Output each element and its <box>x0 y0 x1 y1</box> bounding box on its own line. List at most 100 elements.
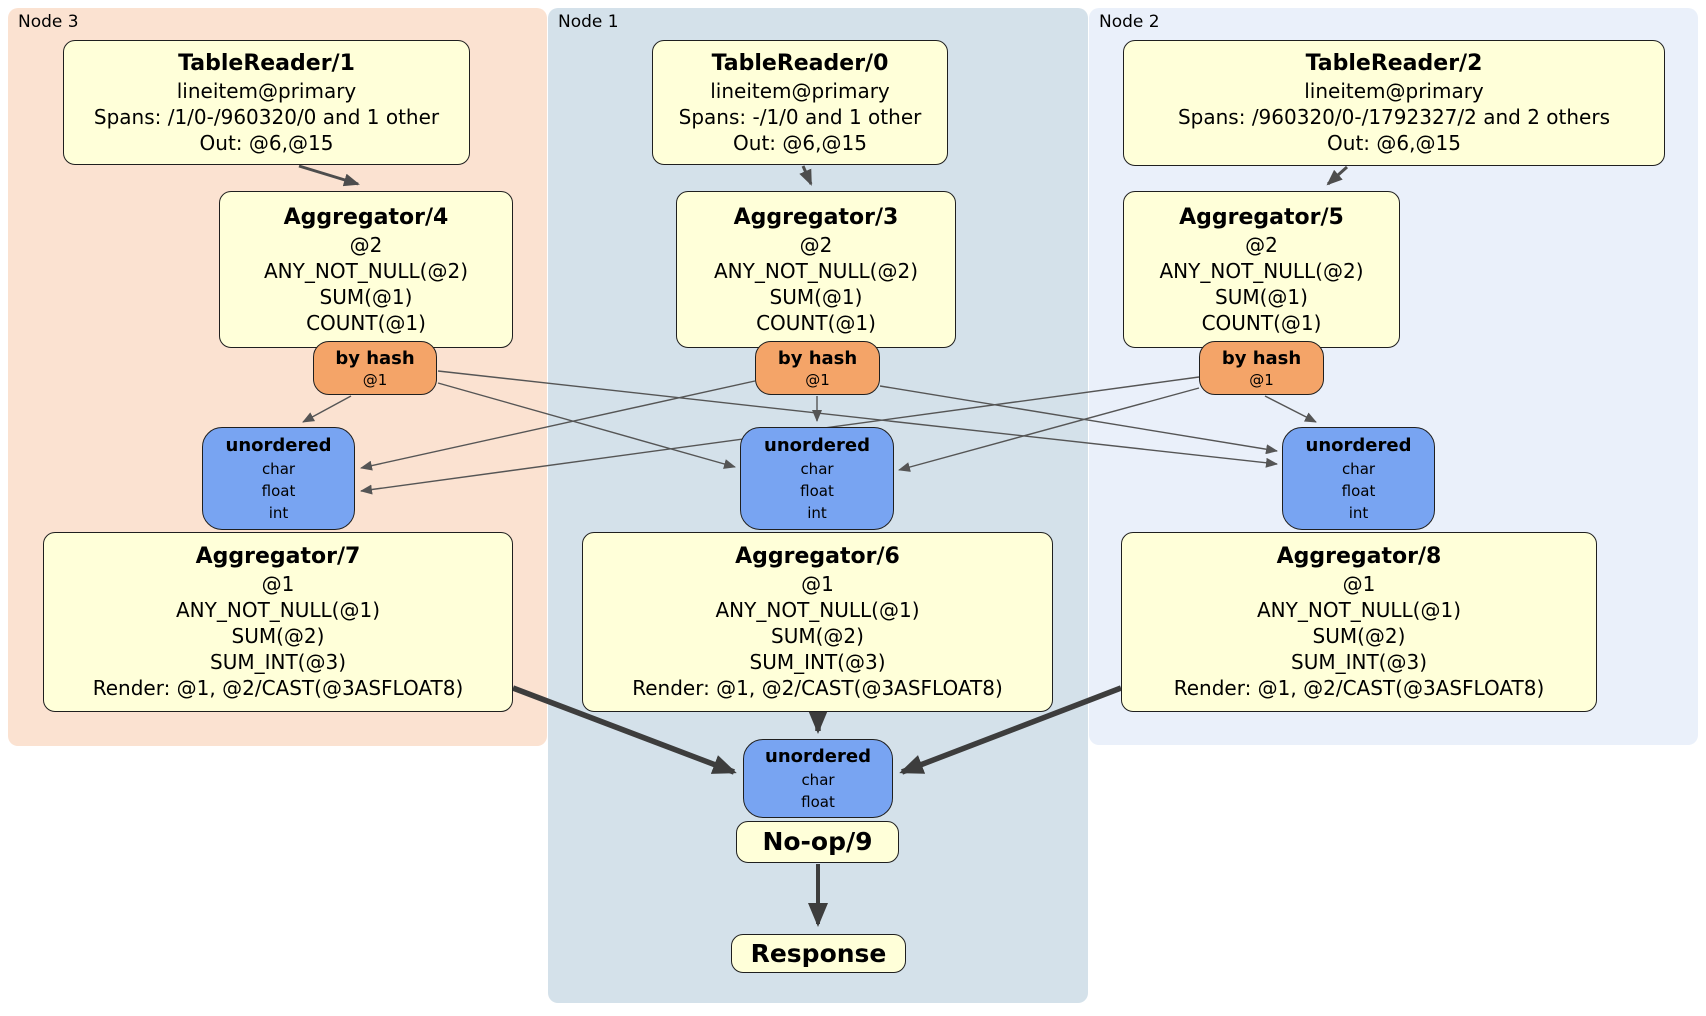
box-line: ANY_NOT_NULL(@2) <box>1159 258 1364 283</box>
box-line: Spans: /960320/0-/1792327/2 and 2 others <box>1177 105 1610 129</box>
box-line: SUM(@2) <box>231 624 325 648</box>
box-line: COUNT(@1) <box>1201 310 1322 335</box>
edge-bh3-u2 <box>437 370 1278 468</box>
box-line: SUM(@1) <box>769 284 863 309</box>
box-line: @1 <box>362 370 388 389</box>
box-line: Spans: /1/0-/960320/0 and 1 other <box>93 104 440 129</box>
box-line: @1 <box>801 572 834 596</box>
unordered-sync-node2: unordered char float int <box>1282 427 1435 530</box>
edge-bh3-u1 <box>437 382 736 469</box>
box-line: @1 <box>1342 572 1376 596</box>
tablereader0-box: TableReader/0 lineitem@primary Spans: -/… <box>652 40 948 165</box>
hash-router-title: by hash <box>777 347 858 369</box>
aggregator5-box: Aggregator/5 @2 ANY_NOT_NULL(@2) SUM(@1)… <box>1123 191 1400 348</box>
aggregator4-title: Aggregator/4 <box>283 204 449 230</box>
noop-title: No-op/9 <box>762 827 873 856</box>
tablereader2-title: TableReader/2 <box>1305 51 1483 76</box>
edge-tr0-agg3 <box>799 165 813 186</box>
box-line: SUM_INT(@3) <box>210 650 346 674</box>
aggregator8-title: Aggregator/8 <box>1276 544 1442 569</box>
unordered-sync-node3: unordered char float int <box>202 427 355 530</box>
aggregator8-box: Aggregator/8 @1 ANY_NOT_NULL(@1) SUM(@2)… <box>1121 532 1597 712</box>
aggregator7-title: Aggregator/7 <box>195 544 361 569</box>
box-line: Out: @6,@15 <box>1327 131 1461 155</box>
box-line: SUM(@2) <box>771 624 864 648</box>
box-line: SUM(@2) <box>1312 624 1406 648</box>
edge-agg8-uf <box>899 685 1122 775</box>
aggregator3-title: Aggregator/3 <box>733 204 899 230</box>
aggregator6-box: Aggregator/6 @1 ANY_NOT_NULL(@1) SUM(@2)… <box>582 532 1053 712</box>
aggregator5-title: Aggregator/5 <box>1179 204 1344 230</box>
node1-label: Node 1 <box>558 12 619 32</box>
box-line: ANY_NOT_NULL(@1) <box>715 598 920 622</box>
tablereader1-title: TableReader/1 <box>178 50 355 76</box>
box-line: SUM_INT(@3) <box>1291 650 1427 674</box>
box-line: float <box>800 481 834 500</box>
box-line: int <box>268 503 289 522</box>
aggregator7-box: Aggregator/7 @1 ANY_NOT_NULL(@1) SUM(@2)… <box>43 532 513 712</box>
box-line: @1 <box>261 572 295 596</box>
unordered-sync-node1: unordered char float int <box>740 427 894 530</box>
box-line: ANY_NOT_NULL(@1) <box>1257 598 1461 622</box>
box-line: Out: @6,@15 <box>733 130 867 155</box>
box-line: lineitem@primary <box>710 78 890 103</box>
aggregator6-title: Aggregator/6 <box>735 544 900 569</box>
noop-box: No-op/9 <box>736 821 899 863</box>
box-line: @1 <box>805 370 830 389</box>
box-line: Render: @1, @2/CAST(@3ASFLOAT8) <box>92 676 464 700</box>
response-title: Response <box>750 938 887 968</box>
box-line: int <box>807 503 827 522</box>
hash-router-node2: by hash @1 <box>1199 341 1324 395</box>
response-box: Response <box>731 934 906 973</box>
box-line: COUNT(@1) <box>306 310 426 335</box>
box-line: @1 <box>1249 370 1274 389</box>
tablereader1-box: TableReader/1 lineitem@primary Spans: /1… <box>63 40 470 165</box>
box-line: COUNT(@1) <box>756 310 876 335</box>
box-line: ANY_NOT_NULL(@1) <box>176 598 380 622</box>
unordered-sync-final: unordered char float <box>743 739 893 818</box>
box-line: SUM_INT(@3) <box>749 650 886 674</box>
tablereader2-box: TableReader/2 lineitem@primary Spans: /9… <box>1123 40 1665 166</box>
box-line: float <box>1341 481 1376 500</box>
edge-agg7-uf <box>512 685 737 775</box>
box-line: Out: @6,@15 <box>199 130 334 155</box>
edge-bh1-u2 <box>879 385 1278 455</box>
box-line: float <box>261 481 296 500</box>
box-line: ANY_NOT_NULL(@2) <box>264 258 468 283</box>
box-line: Render: @1, @2/CAST(@3ASFLOAT8) <box>1173 676 1545 700</box>
box-line: @2 <box>799 232 833 257</box>
box-line: @2 <box>1245 232 1278 257</box>
box-line: char <box>800 459 834 478</box>
unordered-sync-title: unordered <box>225 434 332 456</box>
edge-bh2-u2 <box>1264 395 1317 423</box>
unordered-sync-title: unordered <box>1305 434 1412 456</box>
box-line: float <box>801 792 835 811</box>
box-line: int <box>1348 503 1369 522</box>
unordered-sync-title: unordered <box>765 745 871 767</box>
box-line: ANY_NOT_NULL(@2) <box>714 258 918 283</box>
edge-bh2-u1 <box>898 387 1200 472</box>
unordered-sync-title: unordered <box>764 434 870 456</box>
box-line: @2 <box>349 232 383 257</box>
edge-bh3-u3 <box>302 395 352 423</box>
box-line: Spans: -/1/0 and 1 other <box>678 104 922 129</box>
box-line: SUM(@1) <box>1215 284 1308 309</box>
aggregator4-box: Aggregator/4 @2 ANY_NOT_NULL(@2) SUM(@1)… <box>219 191 513 348</box>
node3-label: Node 3 <box>18 12 79 32</box>
edge-tr2-agg5 <box>1326 165 1349 186</box>
aggregator3-box: Aggregator/3 @2 ANY_NOT_NULL(@2) SUM(@1)… <box>676 191 956 348</box>
tablereader0-title: TableReader/0 <box>711 50 889 76</box>
hash-router-title: by hash <box>335 347 415 369</box>
edge-tr1-agg4 <box>298 164 360 187</box>
box-line: Render: @1, @2/CAST(@3ASFLOAT8) <box>632 676 1003 700</box>
box-line: char <box>801 770 835 789</box>
edge-bh1-u3 <box>360 380 756 471</box>
hash-router-title: by hash <box>1221 347 1302 369</box>
node2-label: Node 2 <box>1099 12 1160 32</box>
box-line: char <box>1341 459 1376 478</box>
hash-router-node1: by hash @1 <box>755 341 880 395</box>
box-line: lineitem@primary <box>176 78 357 103</box>
box-line: char <box>261 459 296 478</box>
